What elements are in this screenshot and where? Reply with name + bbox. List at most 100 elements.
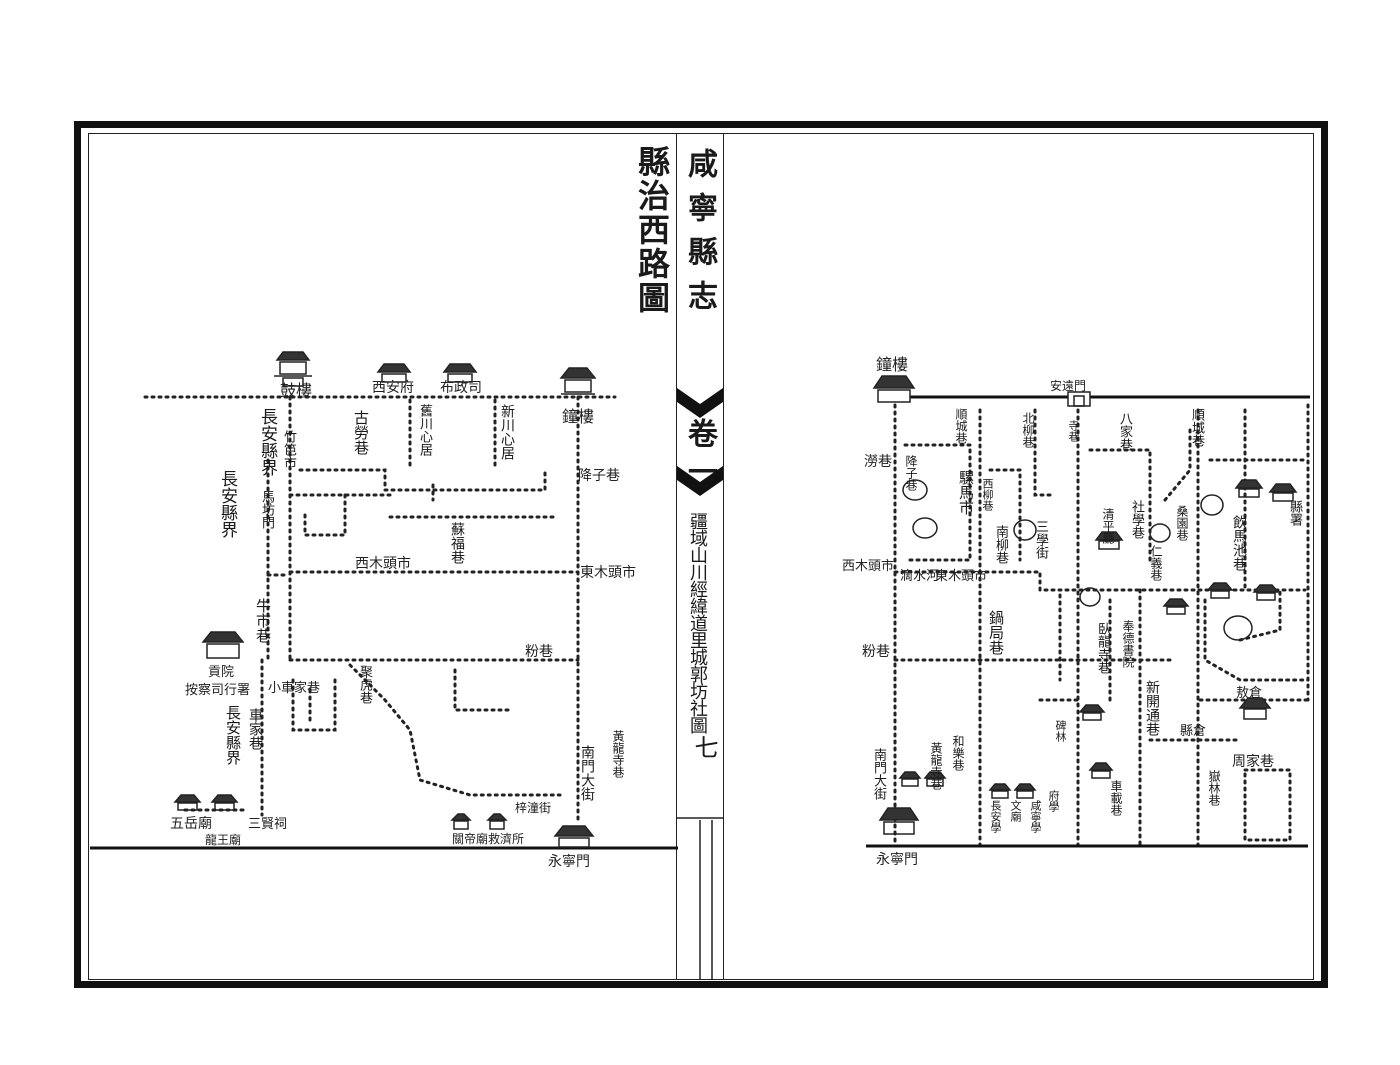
section-list: 疆域山川經緯道里城郭坊社圖 (687, 512, 708, 733)
si-xiang-label: 寺巷 (1067, 420, 1080, 442)
granary-icon (1238, 697, 1272, 720)
wen-miao-label: 文廟 (1009, 800, 1022, 822)
jiu-chuan-xin-ju-label: 舊川心居 (417, 404, 432, 456)
guan-di-label: 關帝廟 (452, 831, 488, 846)
san-xue-jie-label: 三學街 (1033, 520, 1048, 559)
xian-fu-label: 西安府 (372, 380, 414, 396)
wu-yue-miao-label: 五岳廟 (170, 815, 212, 832)
xi-mu-tou-shi-right-label: 西木頭市 (842, 558, 894, 574)
jiang-zi-xiang-label: 降子巷 (578, 468, 620, 484)
dong-mu-tou-shi-right-label: 東木頭市 (935, 568, 987, 584)
book-spine (676, 133, 724, 980)
county-office-icon (1234, 479, 1298, 502)
examination-hall-icon (201, 631, 245, 659)
book-title: 咸寧縣志 (682, 148, 717, 324)
chang-an-xue-label: 長安學 (989, 800, 1002, 833)
dong-mu-tou-shi-label: 東木頭市 (580, 564, 636, 581)
small-shrines-icon (450, 813, 508, 830)
right-map (893, 403, 1310, 847)
temple-icons-row (898, 704, 1114, 799)
right-map-solid (866, 395, 1310, 848)
ju-hu-xiang-label: 聚虎巷 (357, 665, 372, 704)
yong-ning-men-right-label: 永寧門 (876, 851, 918, 868)
nan-liu-xiang-label: 南柳巷 (993, 525, 1008, 564)
outer-border (74, 121, 1328, 988)
long-wang-miao-label: 龍王廟 (205, 832, 241, 847)
yin-ma-chi-xiang-label: 飲馬池巷 (1231, 515, 1247, 571)
he-zhu-xiang-label: 和樂巷 (951, 735, 965, 771)
xin-chuan-xin-ju-label: 新川心居 (499, 404, 515, 460)
che-zai-xiang-label: 車載巷 (1109, 780, 1123, 816)
cluster-icons-1 (1162, 582, 1280, 615)
zhou-jia-xiang-label: 周家巷 (1232, 753, 1274, 770)
right-bell-tower-label: 鐘樓 (876, 355, 908, 374)
jiang-zi-xiang-right-label: 降子巷 (904, 455, 918, 491)
zhi-fu-xiang-label: 蘇福巷 (449, 522, 465, 564)
luo-ma-shi-label: 騾馬市 (957, 470, 975, 515)
zhuba-shi-label: 竹笆市 (281, 430, 296, 469)
changan-border-label-3: 長安縣界 (224, 705, 242, 765)
south-gate-icon (553, 825, 595, 848)
bell-tower-icon (559, 367, 597, 395)
left-map-title: 縣治西路圖 (633, 145, 671, 315)
an-cha-si-shu-label: 按察司行署 (185, 683, 250, 698)
drum-tower-icon (274, 351, 312, 387)
left-map-buildings (173, 351, 597, 848)
she-xue-xiang-label: 社學巷 (1129, 500, 1144, 539)
zi-zi-jie-label: 梓潼街 (515, 800, 551, 815)
xian-ju-xiang-label: 鍋局巷 (987, 610, 1005, 655)
south-gate-right-icon (878, 807, 920, 835)
xian-xue-label: 咸寧學 (1029, 800, 1042, 833)
xiao-che-jia-xiang-label: 小車家巷 (268, 680, 320, 696)
du-cang-label: 敖倉 (1236, 685, 1262, 701)
fen-xiang-right-label: 粉巷 (862, 644, 890, 660)
niu-shi-xiang-label: 牛市巷 (254, 598, 272, 643)
right-map-buildings (872, 375, 1298, 835)
fen-xiang-label: 粉巷 (525, 644, 553, 660)
gong-yuan-label: 貢院 (208, 665, 234, 680)
prefecture-icon (376, 363, 412, 383)
ku-yuan-label: 縣倉 (1180, 724, 1206, 739)
lao-xiang-label: 澇巷 (864, 454, 892, 470)
changan-border-label-2: 長安縣界 (217, 470, 237, 538)
provincial-office-icon (442, 363, 478, 383)
wo-long-si-xiang-label: 臥龍寺巷 (1095, 622, 1110, 674)
feng-ji-label: 奉德書院 (1121, 620, 1135, 668)
huang-long-si-right-label: 黃龍寺巷 (929, 742, 943, 790)
bell-tower-label: 鐘樓 (562, 407, 594, 426)
shun-cheng-xiang-2-label: 順城巷 (1189, 408, 1204, 447)
huang-long-si-label: 黃龍寺巷 (611, 730, 625, 778)
inner-border (88, 133, 1314, 980)
five-peaks-temple-icon (173, 794, 239, 811)
bu-zheng-si-label: 布政司 (440, 380, 482, 396)
changan-border-label-1: 長安縣界 (257, 408, 277, 476)
ba-jia-xiang-label: 八家巷 (1117, 412, 1132, 451)
yue-lin-xiang-label: 嶽林巷 (1207, 770, 1221, 806)
che-jia-xiang-label: 車家巷 (247, 708, 263, 750)
nan-men-da-jie-label: 南門大街 (579, 745, 595, 801)
xi-liu-xiang-label: 西柳巷 (981, 478, 994, 511)
qing-ping-label: 清平廳 (1101, 508, 1115, 544)
bei-lin-label: 碑林 (1054, 720, 1067, 742)
yong-ning-men-label: 永寧門 (548, 853, 590, 870)
page-number: 七 (690, 735, 718, 759)
spine-fishtail-ornament (677, 388, 723, 980)
xin-kai-tong-xiang-label: 新開通巷 (1144, 680, 1160, 736)
left-map-labels: 鼓樓 西安府 布政司 鐘樓 降子巷 西木頭市 東木頭市 粉巷 貢院 按察司行署 … (170, 380, 636, 870)
san-xian-label: 三賢祠 (248, 817, 287, 832)
an-yuan-men-label: 安遠門 (1050, 378, 1086, 393)
jiu-zi-label: 救濟所 (488, 831, 524, 846)
sang-yuan-xiang-label: 桑園巷 (1175, 505, 1189, 541)
bei-liu-xiang-label: 北柳巷 (1021, 412, 1035, 448)
ren-yi-xiang-label: 仁義巷 (1149, 545, 1163, 581)
gu-lao-xiang-label: 古勞巷 (352, 410, 370, 455)
pond-icons (902, 479, 1253, 641)
right-bell-tower-icon (872, 375, 916, 403)
left-map (143, 395, 617, 822)
right-map-labels: 鐘樓 安遠門 澇巷 西木頭市 滴水河 東木頭市 粉巷 周家巷 敖倉 縣倉 永寧門 (842, 355, 1274, 868)
shun-cheng-xiang-label: 順城巷 (954, 408, 968, 444)
xi-mu-tou-shi-label: 西木頭市 (355, 555, 411, 572)
nan-men-da-jie-right-label: 南門大街 (871, 748, 886, 800)
